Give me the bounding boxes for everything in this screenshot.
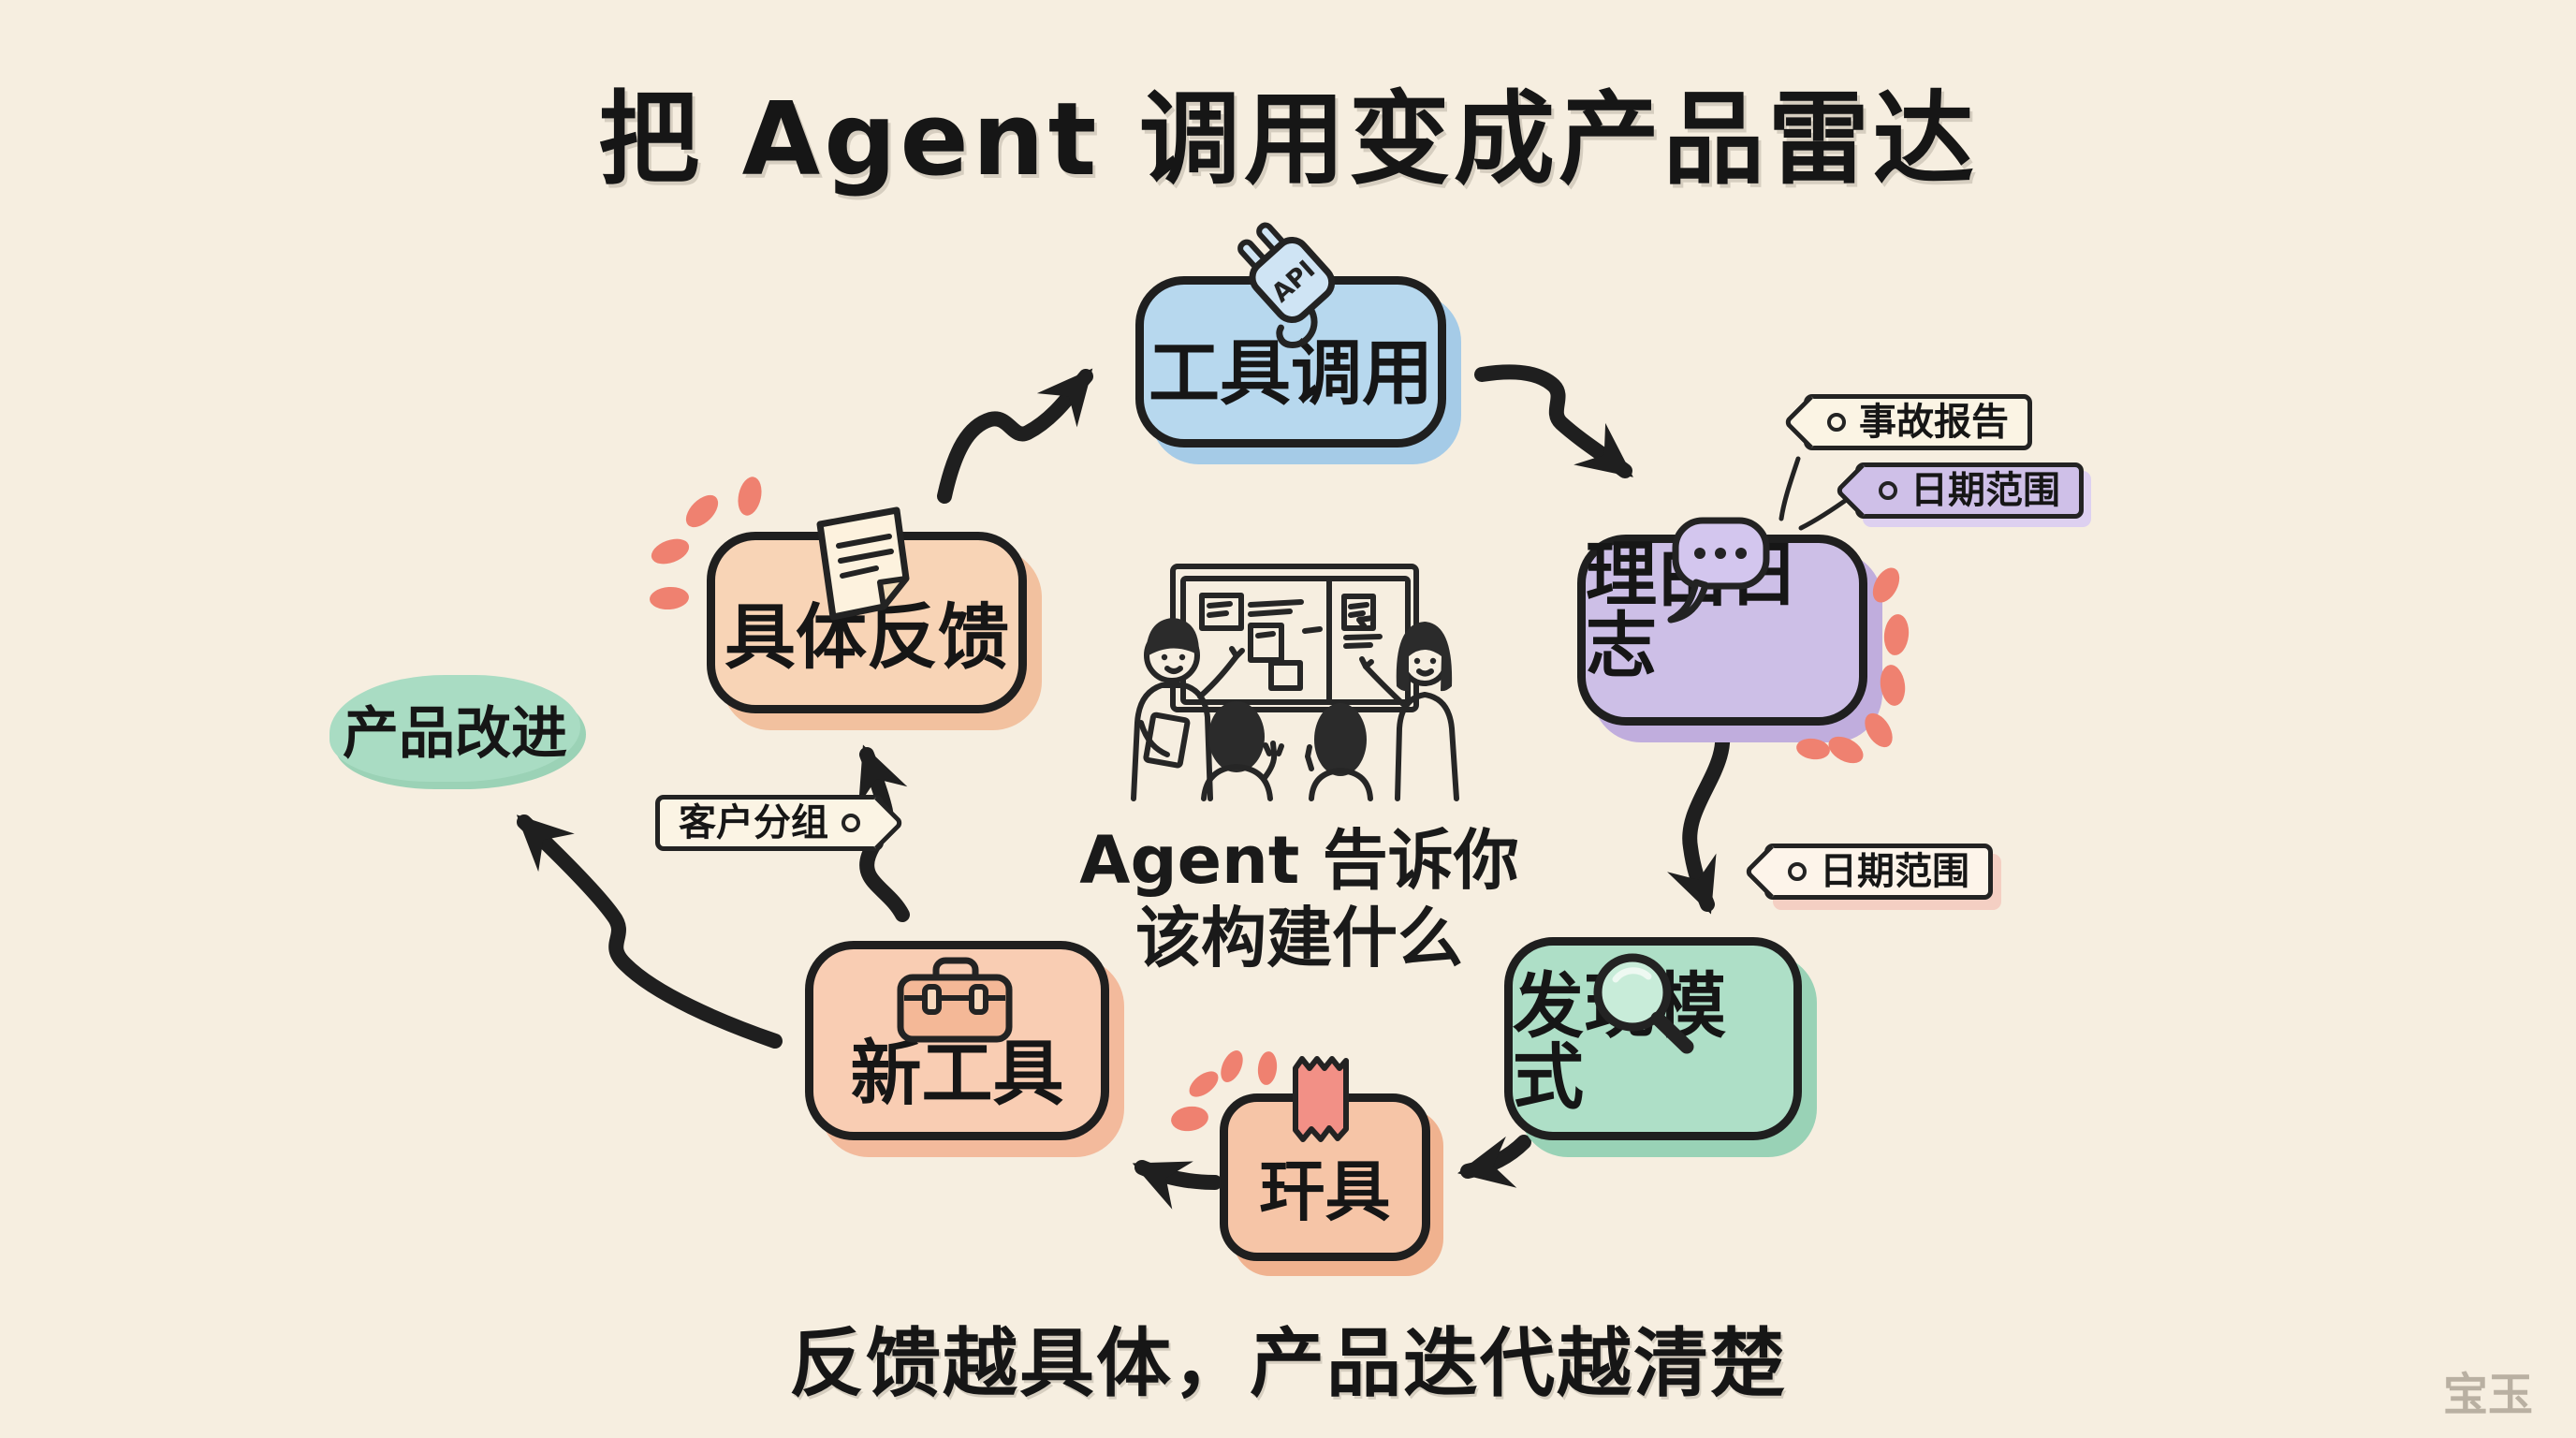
center-caption: Agent 告诉你 该构建什么 xyxy=(1079,822,1519,976)
toolbox-icon xyxy=(897,957,1013,1043)
tag-date-range-bottom: 日期范围 xyxy=(1764,844,1993,900)
tag-hole-icon xyxy=(1827,413,1846,432)
washi-tape-icon xyxy=(1293,1056,1349,1142)
node-new-tools: 新工具 xyxy=(805,941,1109,1140)
tag-hole-icon xyxy=(1788,862,1807,881)
arrow-fixture-to-newtools xyxy=(1132,1160,1222,1210)
people-at-whiteboard-illustration xyxy=(1131,564,1459,801)
node-fixture-label: 玕具 xyxy=(1259,1153,1391,1230)
leader-incident-tag xyxy=(1778,456,1801,521)
tag-hole-icon xyxy=(1879,481,1897,500)
tag-date-range-top: 日期范围 xyxy=(1855,462,2084,519)
magnifier-icon xyxy=(1593,953,1694,1054)
page-title: 把 Agent 调用变成产品雷达 xyxy=(598,81,1978,198)
watermark: 宝玉 xyxy=(2442,1369,2533,1421)
tag-incident-report: 事故报告 xyxy=(1804,394,2032,450)
speech-bubble-icon xyxy=(1667,517,1770,624)
arrow-feedback-to-toolcalls xyxy=(937,368,1093,504)
coral-dashes-feedback xyxy=(650,477,762,610)
arrow-reasonlog-to-discover xyxy=(1667,715,1731,915)
api-plug-icon: API xyxy=(1237,222,1336,348)
coral-dashes-reasonlog xyxy=(1796,567,1910,764)
arrow-newtools-to-improvement xyxy=(516,814,783,1049)
tag-customer-segment: 客户分组 xyxy=(655,795,884,851)
product-improvement-highlight: 产品改进 xyxy=(329,675,580,782)
node-tool-calls-label: 工具调用 xyxy=(1149,331,1433,415)
product-improvement-label: 产品改进 xyxy=(343,700,567,767)
footer-caption: 反馈越具体，产品迭代越清楚 xyxy=(789,1320,1787,1407)
node-new-tools-label: 新工具 xyxy=(850,1032,1064,1115)
arrow-toolcalls-to-reasonlog xyxy=(1474,364,1633,478)
note-icon xyxy=(816,506,910,621)
arrow-discover-to-fixture xyxy=(1457,1135,1531,1188)
coral-dashes-fixture xyxy=(1171,1050,1278,1132)
tag-hole-icon xyxy=(842,814,860,832)
